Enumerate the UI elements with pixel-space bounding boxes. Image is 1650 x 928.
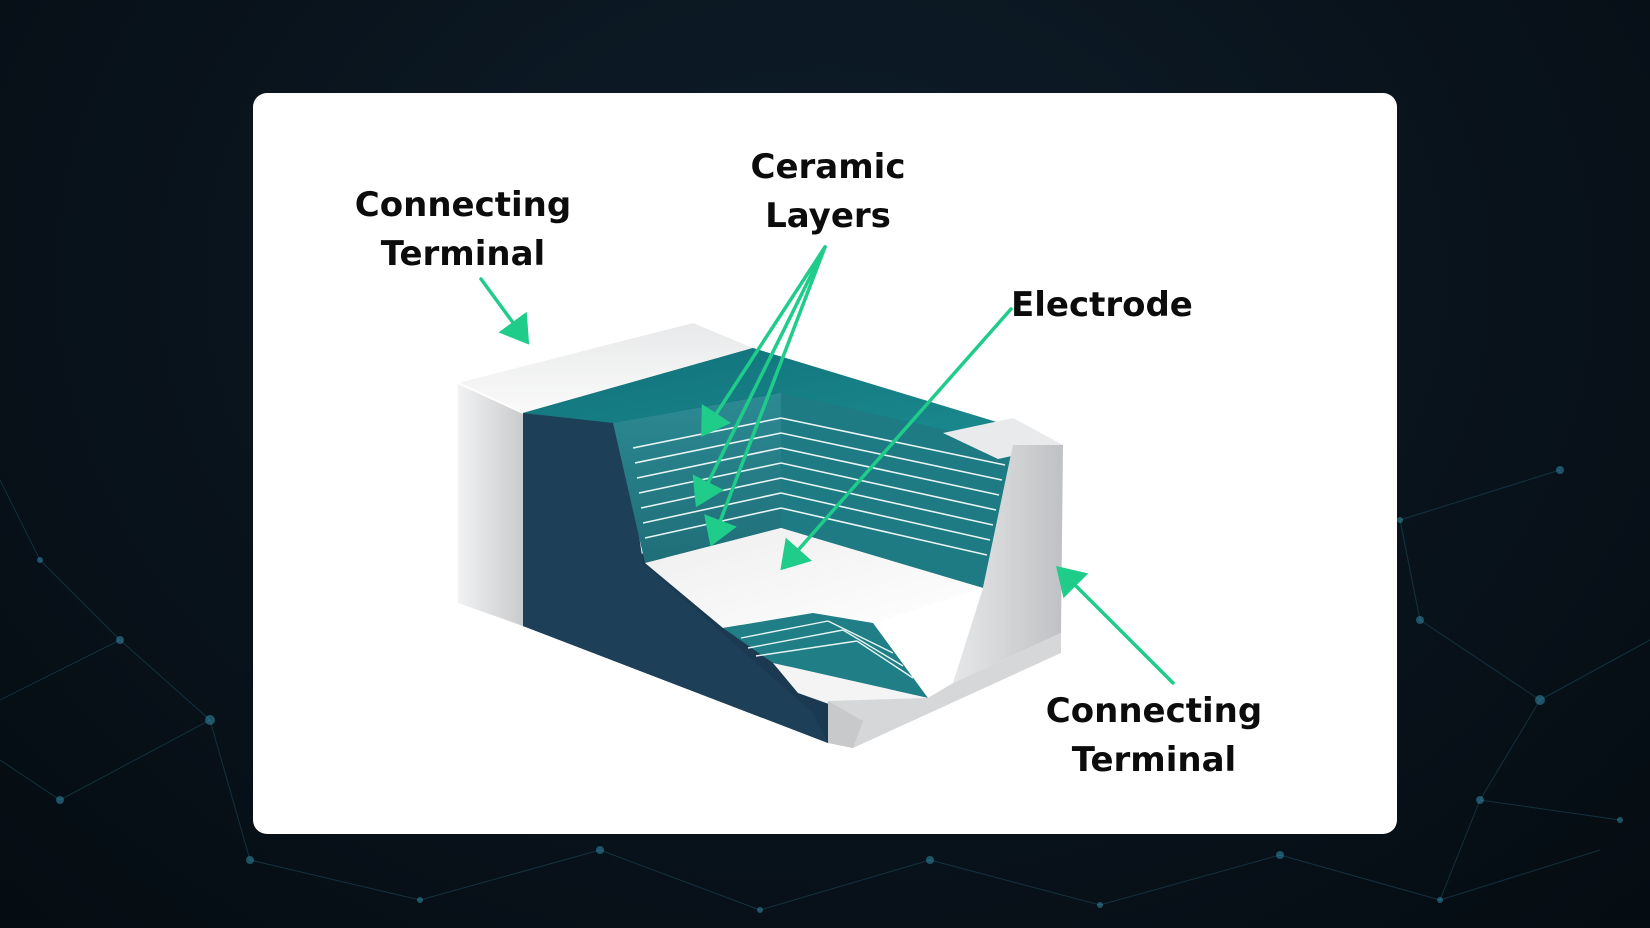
label-connecting-terminal-top: Connecting Terminal (354, 185, 572, 274)
right-terminal-side (953, 445, 1063, 683)
arrow-electrode (780, 307, 1013, 571)
arrow-terminal-top-left (479, 277, 530, 345)
diagram-card: Connecting Terminal Ceramic Layers Elect… (253, 93, 1397, 834)
right-terminal (828, 418, 1063, 748)
electrode-floor (645, 528, 983, 628)
left-terminal-top (458, 323, 753, 413)
label-electrode: Electrode (1011, 285, 1193, 325)
arrow-ceramic-3 (704, 245, 827, 547)
label-ceramic-layers: Ceramic Layers (750, 147, 906, 236)
lower-layer-wall (723, 613, 928, 698)
right-terminal-front (828, 633, 1061, 748)
arrow-ceramic-2 (692, 245, 827, 508)
arrow-terminal-bottom-right (1056, 566, 1175, 685)
arrow-ceramic-1 (701, 245, 827, 437)
mlcc-cutaway-diagram (457, 245, 1175, 748)
ceramic-layer-lines-right (780, 417, 1006, 556)
left-terminal (457, 323, 753, 626)
label-connecting-terminal-bottom: Connecting Terminal (1045, 691, 1263, 780)
ceramic-top-face (523, 348, 1033, 445)
layer-wall-right (781, 393, 1013, 588)
left-terminal-front (458, 383, 523, 626)
